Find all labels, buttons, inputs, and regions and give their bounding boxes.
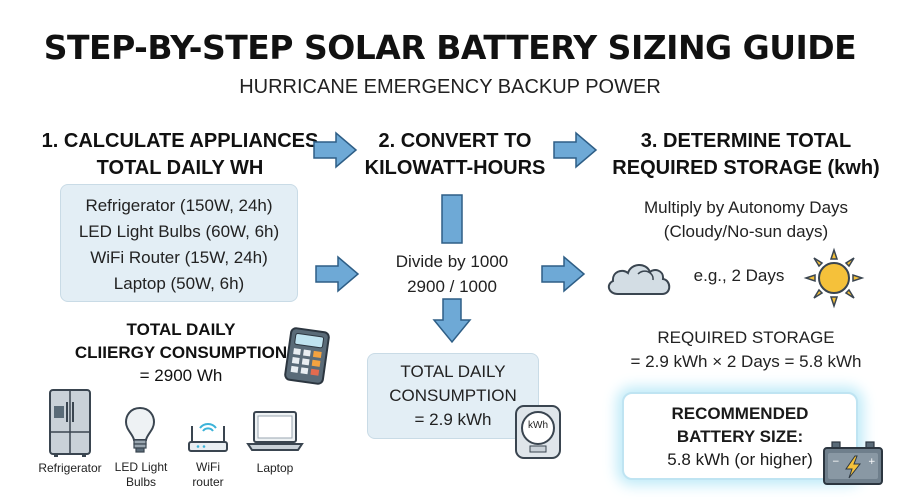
icon-label-line: Bulbs [125, 475, 157, 489]
icon-label-laptop: Laptop [238, 461, 312, 476]
required-line1: REQUIRED STORAGE [657, 328, 835, 347]
battery-icon: − + [823, 441, 883, 485]
icon-label-line: Laptop [256, 461, 294, 475]
total-daily-line2: CLIIERGY CONSUMPTION [74, 343, 288, 362]
step-2-heading: 2. CONVERT TO KILOWATT-HOURS [350, 128, 560, 182]
autonomy-text: Multiply by Autonomy Days (Cloudy/No-sun… [596, 196, 896, 244]
arrow-step1-to-step2-icon [313, 131, 358, 169]
required-storage: REQUIRED STORAGE = 2.9 kWh × 2 Days = 5.… [596, 326, 896, 374]
wifi-router-icon [188, 423, 228, 452]
step-3-heading: 3. DETERMINE TOTAL REQUIRED STORAGE (kwh… [596, 128, 896, 182]
arrow-step2-to-step3-icon [553, 131, 598, 169]
recommended-box: RECOMMENDED BATTERY SIZE: 5.8 kWh (or hi… [622, 392, 858, 480]
step-3-line2: REQUIRED STORAGE (kwh) [612, 157, 880, 179]
vertical-connector-bar [441, 194, 463, 244]
meter-label: kWh [528, 420, 548, 431]
autonomy-line2: (Cloudy/No-sun days) [663, 222, 829, 241]
arrow-convert-to-autonomy-icon [541, 255, 586, 293]
refrigerator-icon [49, 389, 91, 457]
appliance-item: Laptop (50W, 6h) [113, 274, 245, 293]
page-subtitle: HURRICANE EMERGENCY BACKUP POWER [239, 76, 661, 98]
step-1-line1: 1. CALCULATE APPLIANCES [41, 130, 319, 152]
appliance-item: Refrigerator (150W, 24h) [85, 196, 273, 215]
convert-text: Divide by 1000 2900 / 1000 [370, 249, 534, 299]
page-title: STEP-BY-STEP SOLAR BATTERY SIZING GUIDE [43, 28, 857, 67]
step-3-line1: 3. DETERMINE TOTAL [640, 130, 852, 152]
icon-label-line: WiFi [196, 460, 220, 474]
energy-meter-icon: kWh [514, 404, 562, 460]
recommended-line1: RECOMMENDED [671, 404, 809, 423]
step-2-line2: KILOWATT-HOURS [364, 157, 546, 179]
appliance-item: LED Light Bulbs (60W, 6h) [78, 222, 280, 241]
icon-label-line: LED Light [114, 460, 168, 474]
consumption-line3: = 2.9 kWh [414, 410, 492, 429]
autonomy-line1: Multiply by Autonomy Days [643, 198, 849, 217]
svg-text:+: + [868, 457, 876, 467]
step-2-line1: 2. CONVERT TO [378, 130, 532, 152]
cloud-icon [607, 264, 671, 295]
step-1-heading: 1. CALCULATE APPLIANCES TOTAL DAILY WH [20, 128, 340, 182]
calculator-icon [284, 327, 330, 385]
icon-label-line: router [192, 475, 224, 489]
icon-label-bulbs: LED Light Bulbs [104, 460, 178, 490]
laptop-icon [246, 411, 304, 451]
total-daily-line1: TOTAL DAILY [126, 320, 236, 339]
autonomy-example: e.g., 2 Days [693, 266, 785, 285]
arrow-list-to-convert-icon [315, 255, 360, 293]
total-daily-block: TOTAL DAILY CLIIERGY CONSUMPTION = 2900 … [56, 318, 306, 387]
total-daily-value: = 2900 Wh [139, 366, 223, 385]
appliance-list-box: Refrigerator (150W, 24h) LED Light Bulbs… [60, 184, 298, 302]
arrow-down-icon [432, 298, 472, 344]
required-line2: = 2.9 kWh × 2 Days = 5.8 kWh [630, 352, 862, 371]
consumption-line1: TOTAL DAILY [400, 362, 506, 381]
svg-text:−: − [832, 457, 840, 467]
sun-icon [803, 247, 865, 309]
convert-line1: Divide by 1000 [395, 252, 509, 271]
recommended-line3: 5.8 kWh (or higher) [667, 450, 813, 469]
convert-line2: 2900 / 1000 [407, 277, 497, 296]
appliance-item: WiFi Router (15W, 24h) [90, 248, 268, 267]
icon-label-router: WiFi router [172, 460, 244, 490]
consumption-box: TOTAL DAILY CONSUMPTION = 2.9 kWh [367, 353, 539, 439]
icon-label-refrigerator: Refrigerator [30, 461, 110, 476]
recommended-line2: BATTERY SIZE: [676, 427, 804, 446]
light-bulb-icon [124, 406, 156, 453]
step-1-line2: TOTAL DAILY WH [96, 157, 264, 179]
icon-label-line: Refrigerator [38, 461, 102, 475]
consumption-line2: CONSUMPTION [389, 386, 517, 405]
